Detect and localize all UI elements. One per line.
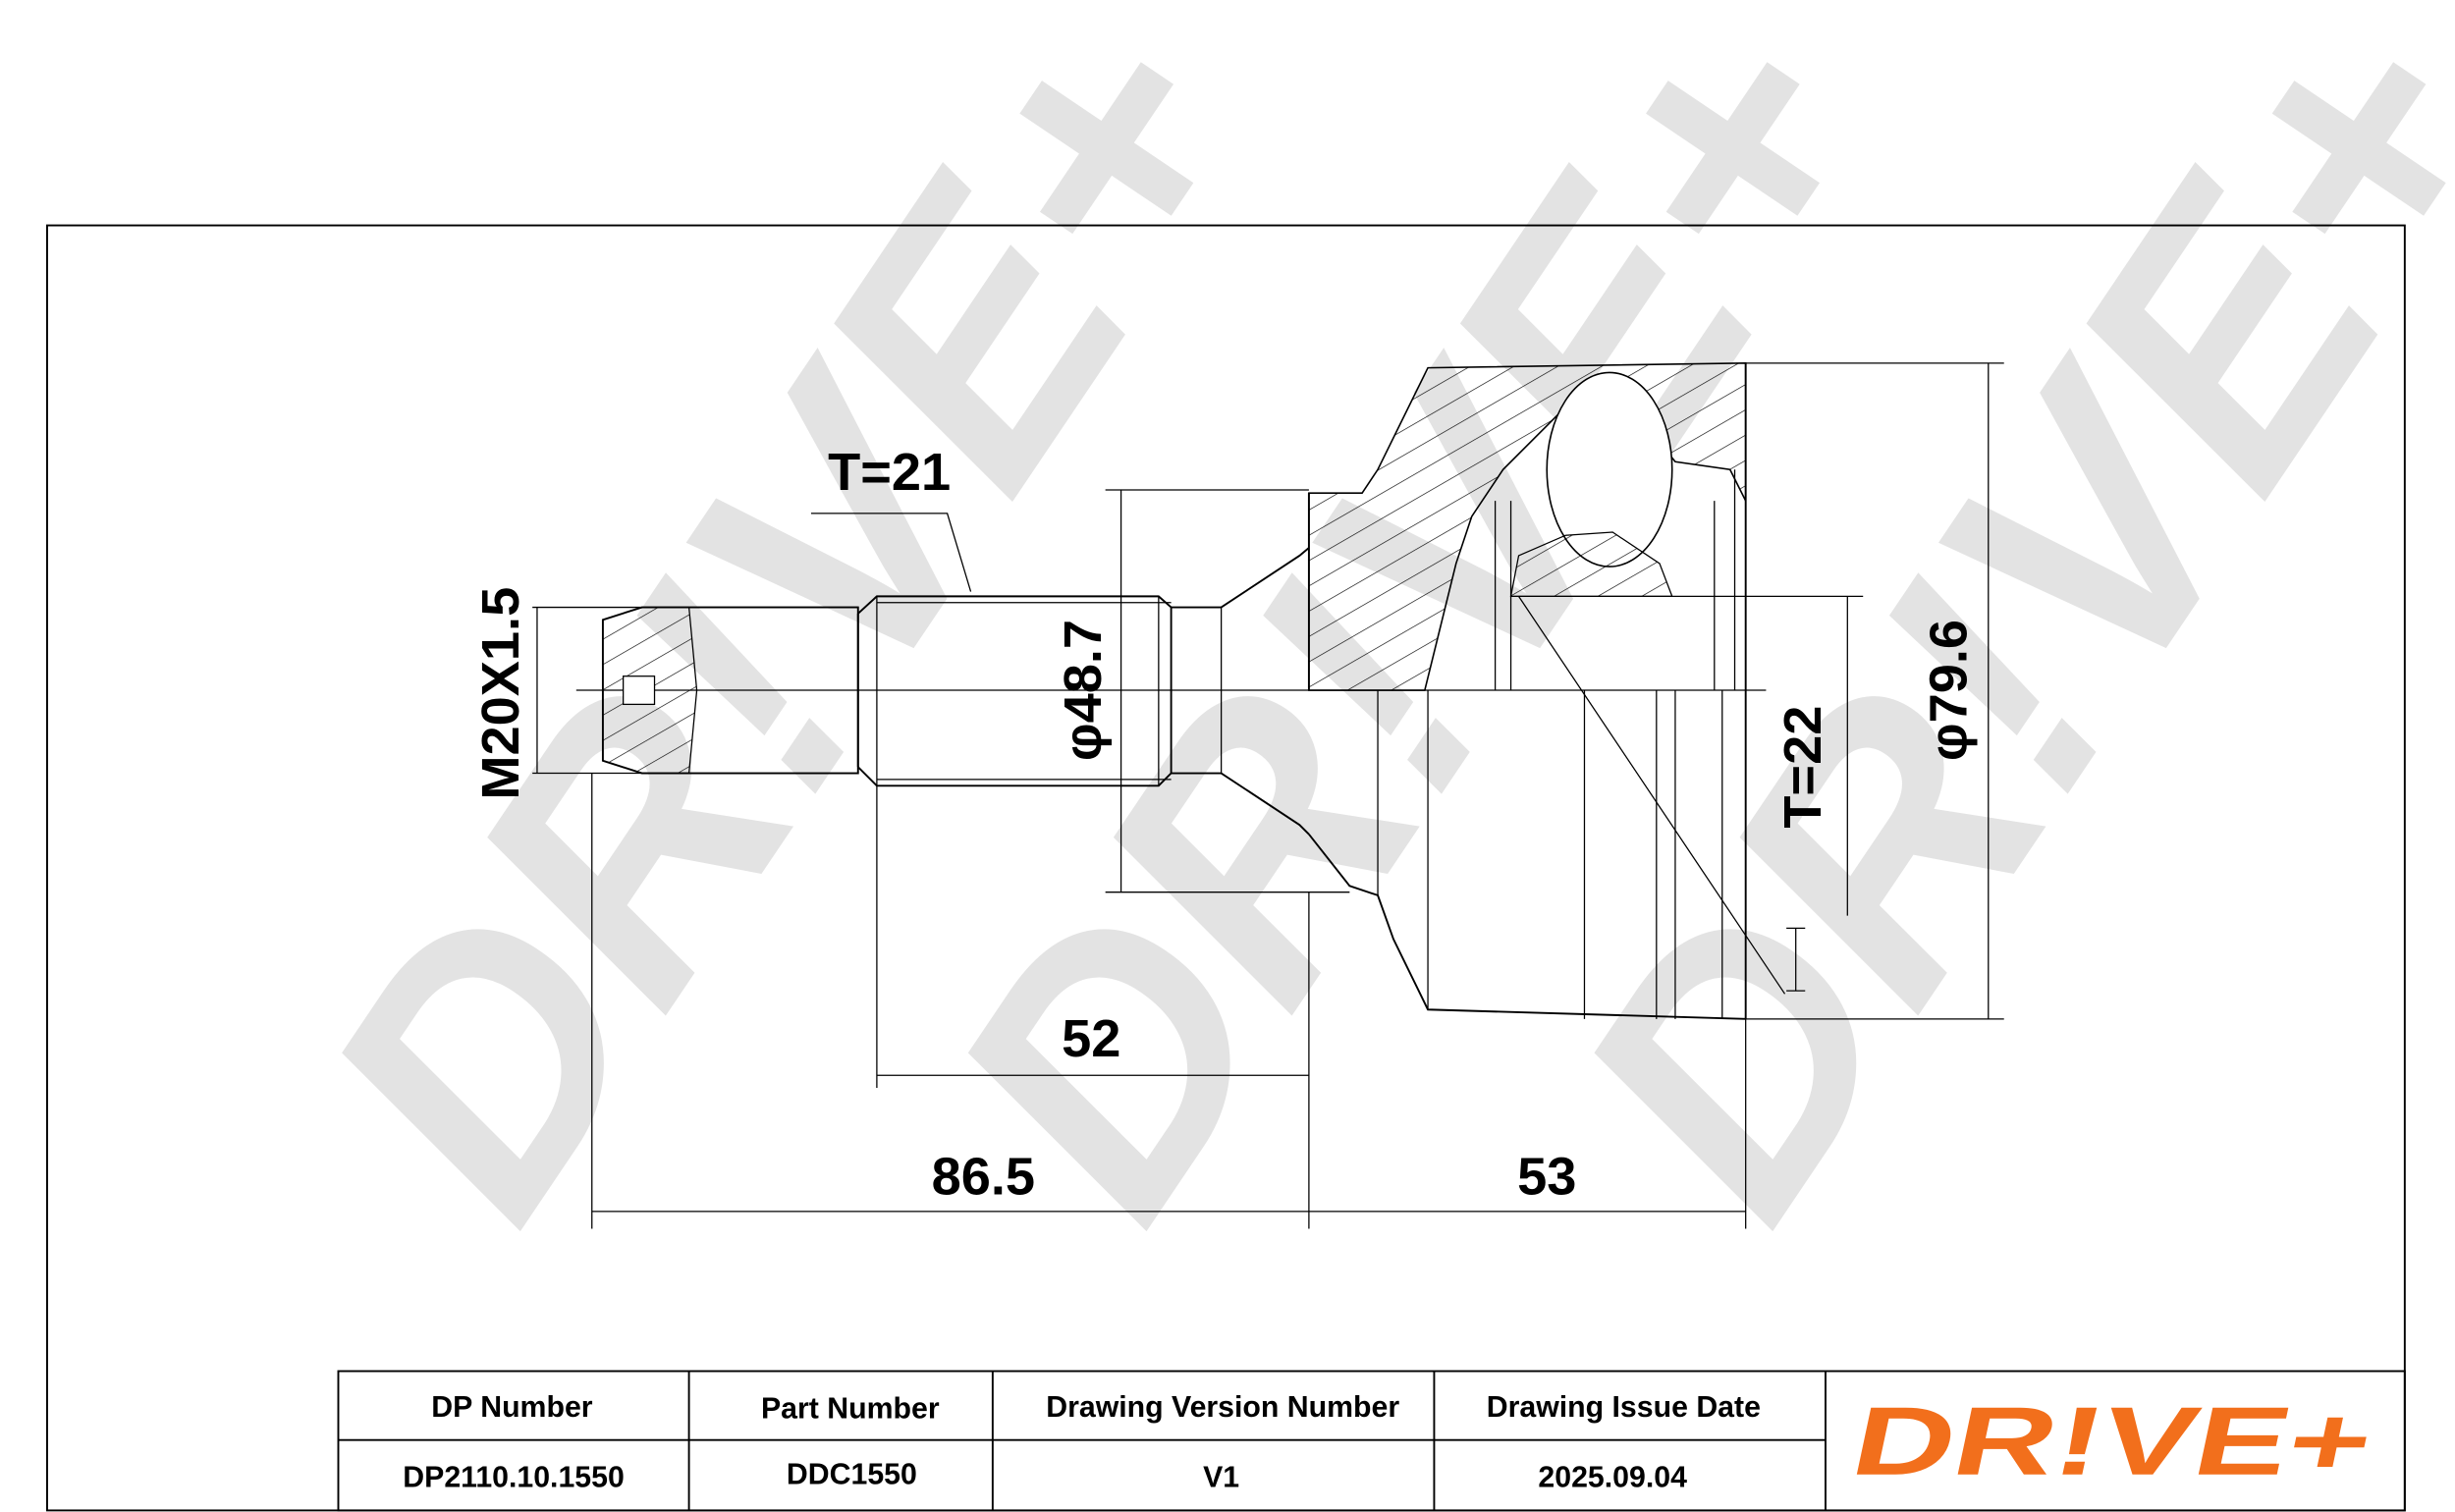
- logo-text: DR!VE+: [1843, 1388, 2382, 1496]
- thread-dimension: M20X1.5: [471, 587, 530, 800]
- value-dp-number: DP2110.10.1550: [403, 1461, 625, 1493]
- cv-joint-drawing: [575, 362, 1767, 1020]
- length-52-dimension: 52: [1062, 1009, 1120, 1068]
- dimension-lines: [532, 362, 2004, 1229]
- housing-diameter-dimension: φ79.6: [1919, 620, 1978, 761]
- value-drawing-version: V1: [1203, 1461, 1239, 1493]
- value-issue-date: 2025.09.04: [1538, 1461, 1687, 1493]
- header-dp-number: DP Number: [431, 1391, 592, 1424]
- spline-inner-dimension: T=22: [1773, 706, 1832, 829]
- title-block: DP Number Part Number Drawing Version Nu…: [337, 1370, 2406, 1512]
- header-issue-date: Drawing Issue Date: [1487, 1391, 1761, 1424]
- length-53-dimension: 53: [1517, 1147, 1576, 1206]
- shaft-diameter-dimension: φ48.7: [1054, 620, 1113, 761]
- spline-outer-dimension: T=21: [828, 443, 951, 502]
- header-drawing-version: Drawing Version Number: [1046, 1391, 1399, 1424]
- value-part-number: DDC1550: [787, 1458, 917, 1490]
- drive-logo: DR!VE+: [1843, 1388, 2382, 1496]
- header-part-number: Part Number: [761, 1392, 940, 1425]
- length-86-5-dimension: 86.5: [932, 1147, 1035, 1206]
